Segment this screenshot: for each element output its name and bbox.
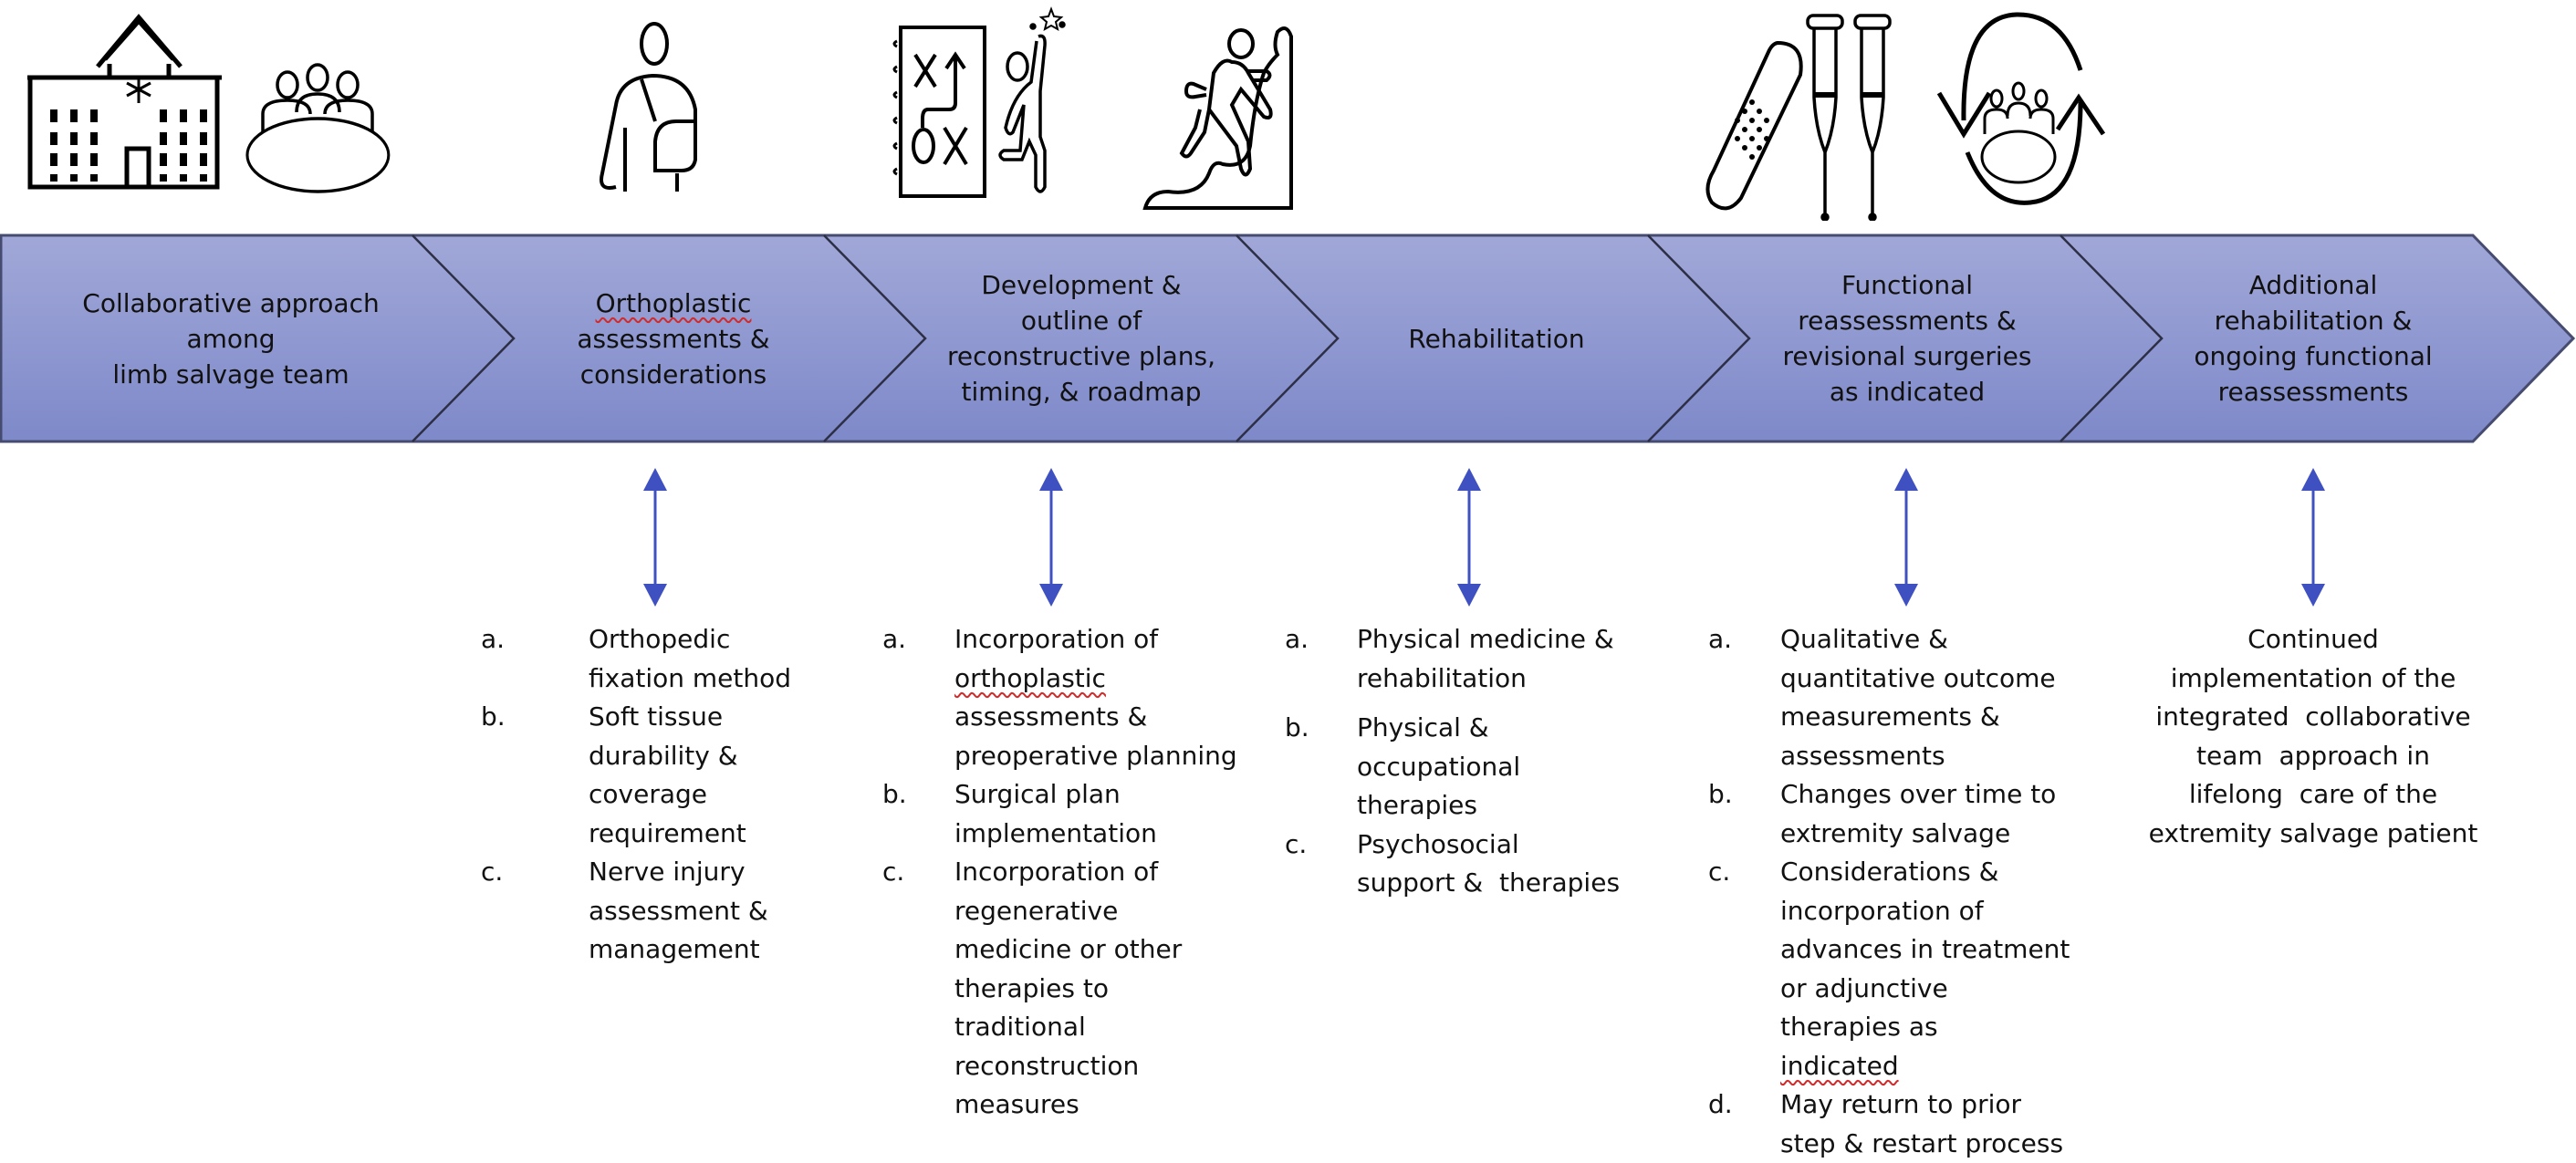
list-item-text-line: implementation [954, 815, 1157, 854]
list-item-text-line: regenerative [954, 892, 1118, 931]
list-item-text-line: Changes over time to [1780, 775, 2056, 815]
step-label-line: Orthoplastic [577, 286, 769, 321]
list-item-text-line: Physical medicine & [1357, 620, 1614, 659]
list-item-text-line: Qualitative & [1780, 620, 1948, 659]
double-headed-arrow [1039, 468, 1063, 607]
step-label-line: Functional [1782, 267, 2031, 303]
double-headed-arrow [643, 468, 667, 607]
list-item-text-line: therapies to [954, 970, 1109, 1009]
list-item-text-line: reconstruction [954, 1047, 1139, 1086]
step-label-line: rehabilitation & [2194, 303, 2432, 338]
list-item-text-line: management [589, 930, 760, 970]
list-item-text-line: assessments & [954, 698, 1147, 737]
list-item-text-line: durability & [589, 737, 738, 776]
list-item-text-line: or adjunctive [1780, 970, 1948, 1009]
step-label-line: assessments & [577, 321, 769, 357]
list-item-text-line: orthoplastic [954, 659, 1106, 699]
list-item-text-line: Incorporation of [954, 853, 1158, 892]
list-item-text-line: Psychosocial [1357, 826, 1519, 865]
list-item-text-line: advances in treatment [1780, 930, 2070, 970]
list-item-text-line: May return to prior [1780, 1085, 2021, 1125]
list-item-text-line: incorporation of [1780, 892, 1984, 931]
note-line: team approach in [2122, 737, 2505, 776]
list-item-letter: c. [481, 853, 503, 892]
note-line: integrated collaborative [2122, 698, 2505, 737]
list-item-text-line: assessments [1780, 737, 1945, 776]
step-label-line: as indicated [1782, 374, 2031, 410]
list-item-text-line: rehabilitation [1357, 659, 1527, 699]
list-item-text-line: Orthopedic [589, 620, 730, 659]
step-label-line: timing, & roadmap [947, 374, 1215, 410]
step-label-line: ongoing functional [2194, 338, 2432, 374]
note-line: Continued [2122, 620, 2505, 659]
step-label-line: Additional [2194, 267, 2432, 303]
list-item-text-line: coverage [589, 775, 707, 815]
list-item-text-line: quantitative outcome [1780, 659, 2056, 699]
step-label-line: revisional surgeries [1782, 338, 2031, 374]
list-item-letter: a. [1708, 620, 1732, 659]
list-item-text-line: assessment & [589, 892, 768, 931]
list-item-text-line: Incorporation of [954, 620, 1158, 659]
list-item-text-line: preoperative planning [954, 737, 1237, 776]
list-item-text-line: fixation method [589, 659, 791, 699]
list-item-letter: b. [882, 775, 907, 815]
list-item-text-line: indicated [1780, 1047, 1899, 1086]
list-item-letter: a. [1285, 620, 1309, 659]
list-item-letter: c. [882, 853, 904, 892]
list-item-text-line: measurements & [1780, 698, 2000, 737]
list-item-text-line: extremity salvage [1780, 815, 2010, 854]
list-item-text-line: occupational [1357, 748, 1520, 787]
list-item-text-line: Nerve injury [589, 853, 746, 892]
step-label-line: reconstructive plans, [947, 338, 1215, 374]
list-item-text-line: support & therapies [1357, 864, 1620, 903]
double-headed-arrow [2301, 468, 2325, 607]
list-item-text-line: therapies as [1780, 1008, 1938, 1047]
step-label-line: Collaborative approach among [39, 286, 422, 357]
list-item-text-line: Surgical plan [954, 775, 1121, 815]
list-item-letter: b. [1708, 775, 1733, 815]
list-item-text-line: Soft tissue [589, 698, 723, 737]
double-headed-arrow [1894, 468, 1918, 607]
step-label-line: considerations [577, 357, 769, 392]
list-item-text-line: Physical & [1357, 709, 1489, 748]
list-item-letter: d. [1708, 1085, 1733, 1125]
step-label-line: limb salvage team [39, 357, 422, 392]
double-headed-arrow [1457, 468, 1481, 607]
list-item-text-line: Considerations & [1780, 853, 1998, 892]
note-line: lifelong care of the [2122, 775, 2505, 815]
list-item-letter: b. [481, 698, 506, 737]
list-item-text-line: medicine or other [954, 930, 1182, 970]
list-item-text-line: measures [954, 1085, 1079, 1125]
step-label-line: reassessments & [1782, 303, 2031, 338]
step-label-line: Rehabilitation [1408, 321, 1584, 357]
chevron-step-4: Rehabilitation [1305, 235, 1688, 441]
list-item-letter: c. [1708, 853, 1730, 892]
list-item-letter: a. [481, 620, 505, 659]
step-label-line: reassessments [2194, 374, 2432, 410]
note-line: extremity salvage patient [2122, 815, 2505, 854]
step-label-line: outline of [947, 303, 1215, 338]
step-label-line: Development & [947, 267, 1215, 303]
list-item-letter: a. [882, 620, 906, 659]
list-item-text-line: traditional [954, 1008, 1086, 1047]
list-item-text-line: therapies [1357, 786, 1477, 826]
list-item-text-line: requirement [589, 815, 746, 854]
list-item-letter: c. [1285, 826, 1307, 865]
list-item-letter: b. [1285, 709, 1309, 748]
note-line: implementation of the [2122, 659, 2505, 699]
